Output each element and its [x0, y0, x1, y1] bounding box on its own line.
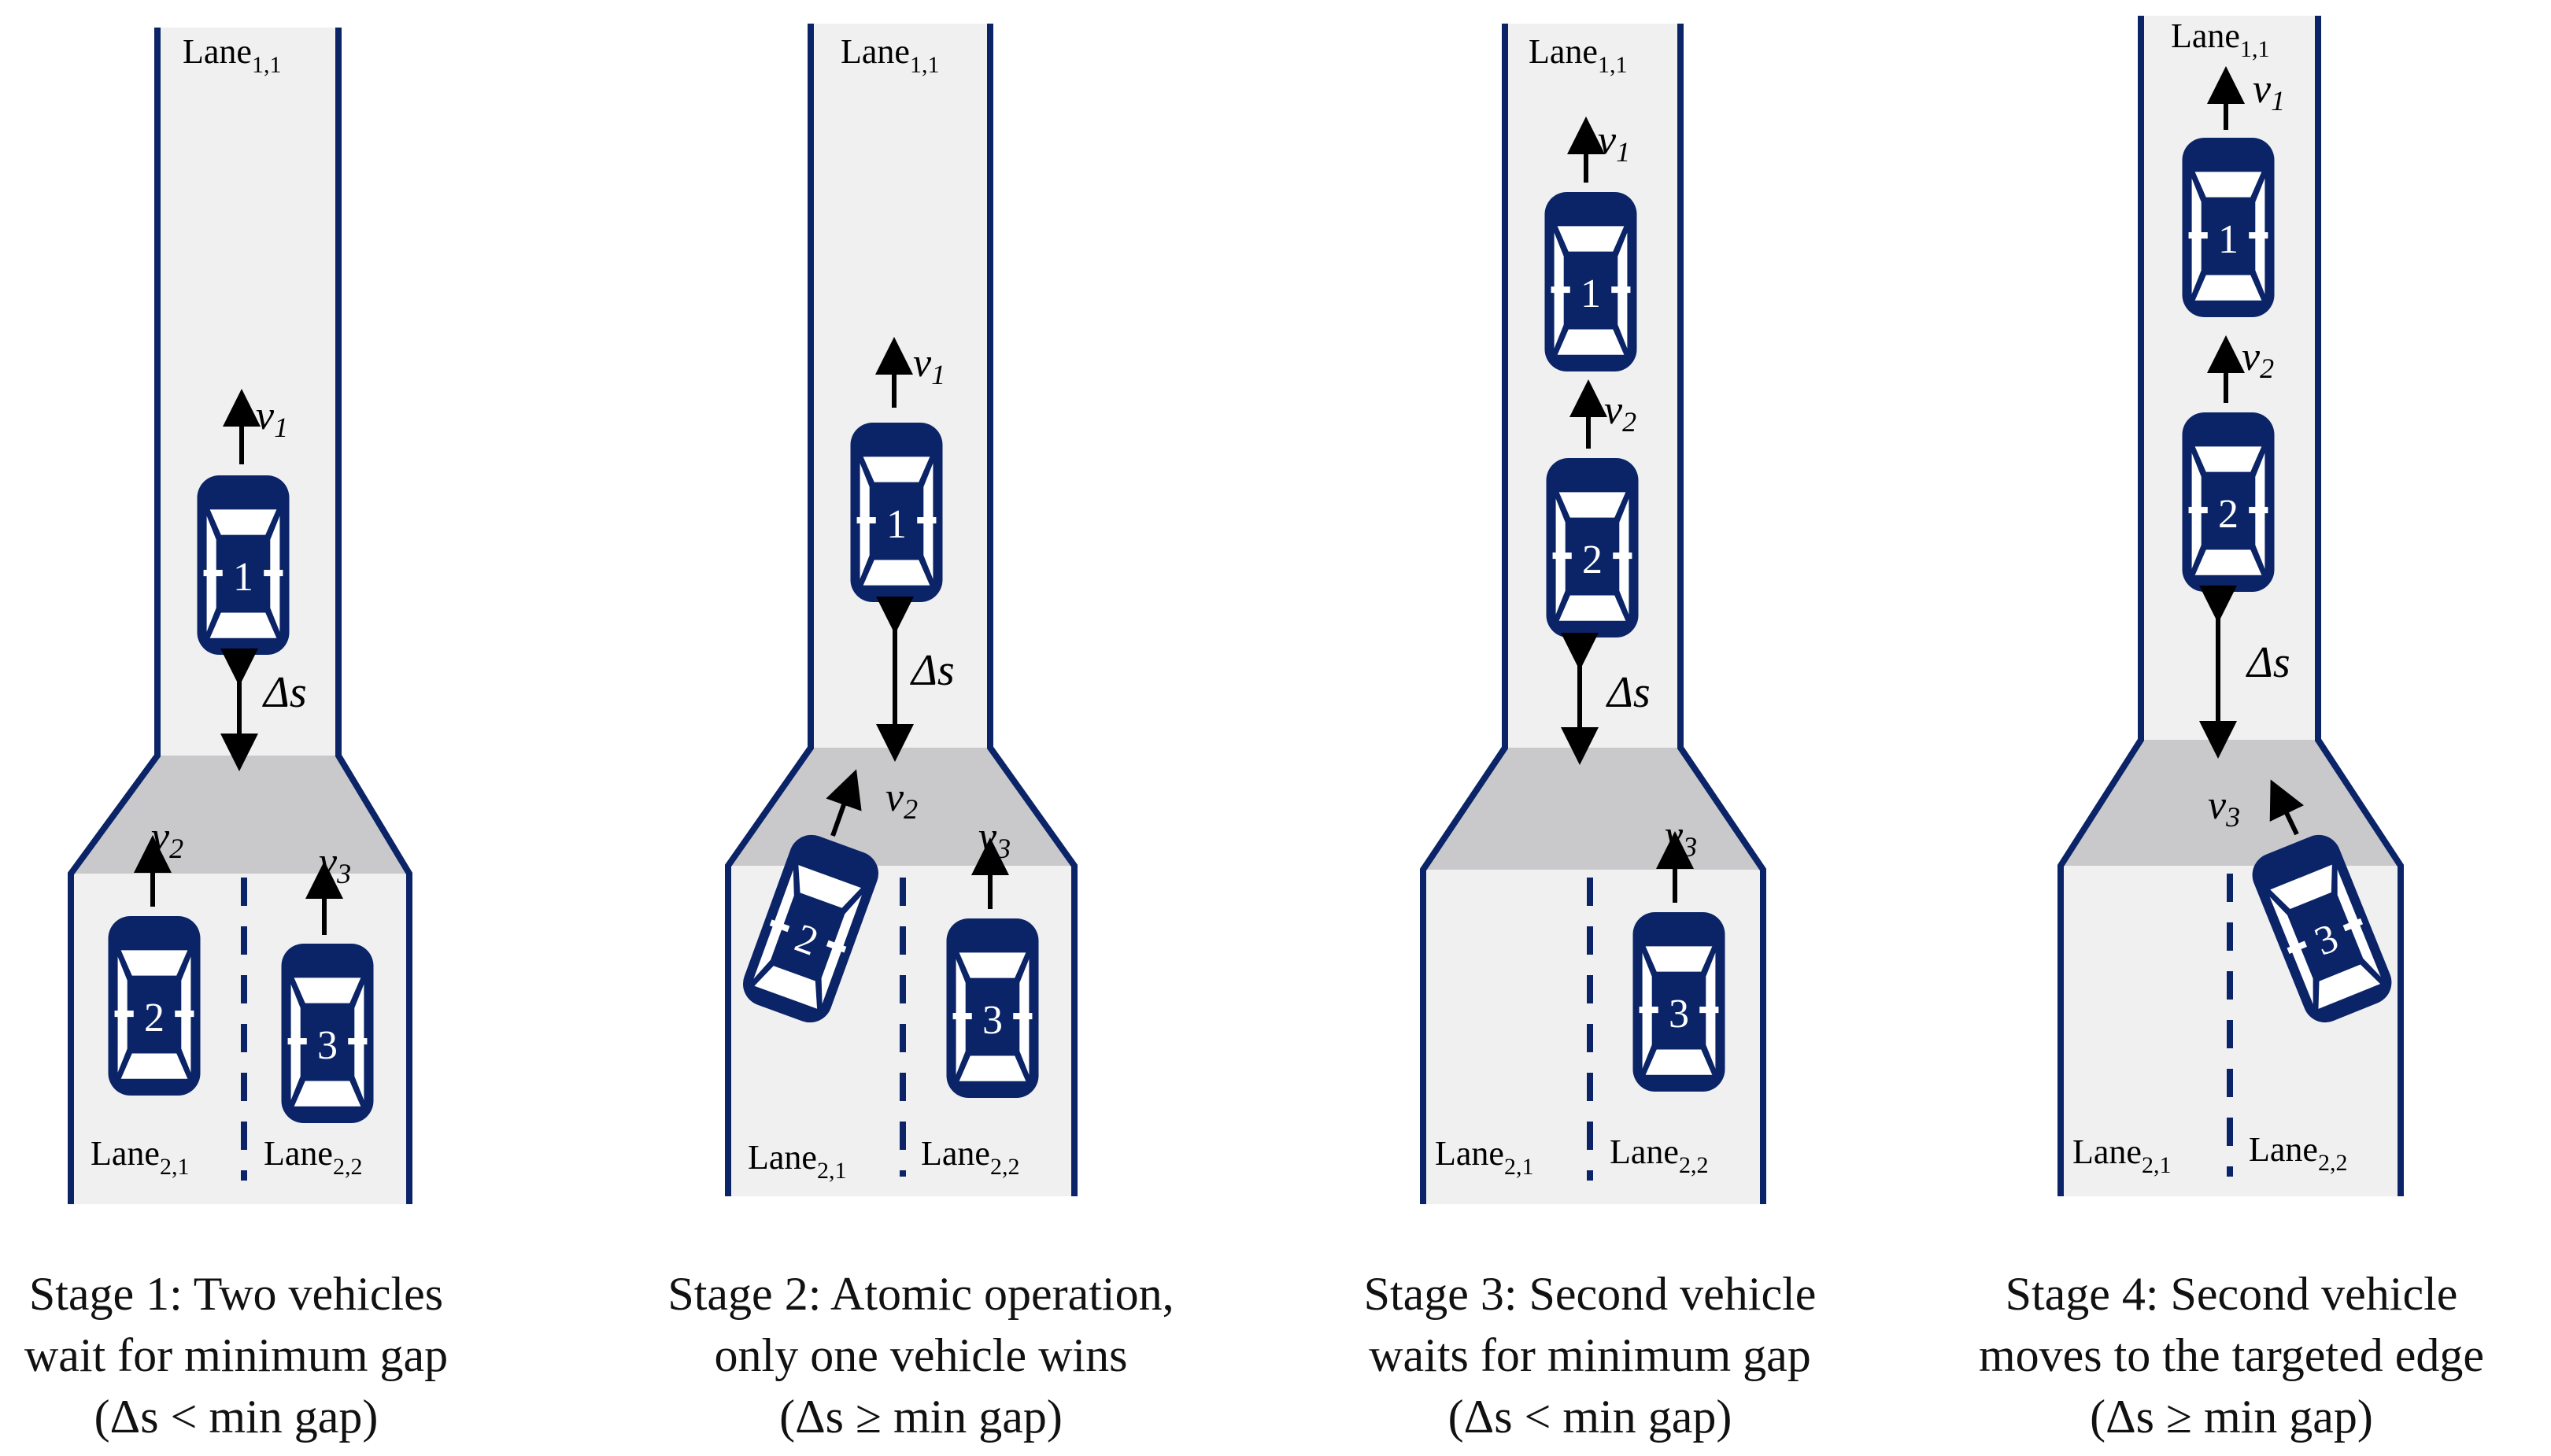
caption-line: Stage 3: Second vehicle: [1363, 1268, 1817, 1320]
caption-line: waits for minimum gap: [1369, 1329, 1811, 1381]
velocity-label-v3: v3: [2208, 783, 2240, 833]
velocity-label-v3: v3: [978, 815, 1011, 864]
lane-right-label: Lane2,2: [1610, 1133, 1708, 1178]
lane-left-label: Lane2,1: [2072, 1133, 2171, 1178]
velocity-label-v1: v1: [1598, 118, 1630, 168]
stage-1: Lane1,1 Lane2,1 Lane2,2 1 2 3 v1 v2 v3 Δ…: [68, 28, 412, 1204]
lane-top-label: Lane1,1: [2171, 17, 2269, 62]
caption-line: moves to the targeted edge: [1978, 1329, 2484, 1381]
vehicle-1-number: 1: [2218, 217, 2239, 262]
gap-label: Δs: [2246, 638, 2290, 687]
vehicle-3-number: 3: [317, 1023, 338, 1068]
road-border-left: [2057, 16, 2144, 1196]
lane-left-label: Lane2,1: [1435, 1134, 1533, 1180]
vehicle-2-rotated: 2: [737, 828, 885, 1029]
velocity-label-v2: v2: [151, 815, 183, 864]
lane-right-label: Lane2,2: [2249, 1130, 2347, 1176]
velocity-label-v3: v3: [319, 840, 351, 889]
lane-left-label: Lane2,1: [91, 1134, 189, 1180]
caption-line: only one vehicle wins: [714, 1329, 1128, 1381]
lane-top-label: Lane1,1: [1529, 32, 1627, 78]
vehicle-1-number: 1: [1581, 272, 1601, 316]
vehicle-3-number: 3: [1669, 992, 1689, 1037]
road-border-right: [1677, 24, 1766, 1204]
caption-line: (Δs < min gap): [1447, 1391, 1732, 1443]
lane-left-label: Lane2,1: [748, 1138, 846, 1184]
velocity-label-v2: v2: [2242, 334, 2274, 384]
velocity-arrow-v3: [2269, 779, 2305, 836]
stage-2-caption: Stage 2: Atomic operation, only one vehi…: [598, 1263, 1244, 1447]
caption-line: (Δs ≥ min gap): [2090, 1391, 2373, 1443]
velocity-label-v2: v2: [1604, 388, 1636, 438]
merge-area: [71, 756, 409, 874]
gap-label: Δs: [1606, 668, 1651, 717]
vehicle-2-number: 2: [144, 996, 165, 1040]
velocity-label-v1: v1: [913, 341, 945, 390]
velocity-label-v1: v1: [2253, 67, 2285, 116]
velocity-label-v2: v2: [885, 775, 918, 825]
gap-label: Δs: [262, 668, 307, 717]
vehicle-1-number: 1: [886, 502, 907, 547]
vehicle-1-number: 1: [233, 555, 253, 600]
stage-2: Lane1,1 Lane2,1 Lane2,2 1 2 3 v1 v2 v3 Δ…: [725, 24, 1078, 1196]
vehicle-2-number: 2: [1582, 538, 1603, 582]
stage-3: Lane1,1 Lane2,1 Lane2,2 1 2 3 v1 v2 v3 Δ…: [1420, 24, 1766, 1204]
road-border-left: [725, 24, 814, 1196]
road-border-right: [2315, 16, 2404, 1196]
gap-label: Δs: [910, 646, 955, 695]
merge-area: [2061, 740, 2401, 866]
velocity-label-v3: v3: [1665, 813, 1697, 863]
stage-3-caption: Stage 3: Second vehicle waits for minimu…: [1267, 1263, 1913, 1447]
road-border-left: [1420, 24, 1508, 1204]
lane-right-label: Lane2,2: [264, 1134, 362, 1180]
vehicle-3-number: 3: [982, 998, 1003, 1043]
road-border-right: [335, 28, 412, 1204]
merge-area: [1423, 748, 1763, 870]
caption-line: (Δs ≥ min gap): [779, 1391, 1063, 1443]
stage-1-caption: Stage 1: Two vehicles wait for minimum g…: [0, 1263, 559, 1447]
caption-line: Stage 4: Second vehicle: [2005, 1268, 2458, 1320]
lane-top-label: Lane1,1: [841, 32, 939, 78]
vehicle-3-rotated: 3: [2246, 828, 2398, 1029]
caption-line: wait for minimum gap: [24, 1329, 449, 1381]
road-border-right: [987, 24, 1078, 1196]
caption-line: Stage 1: Two vehicles: [28, 1268, 444, 1320]
velocity-arrow-v2: [826, 769, 862, 837]
lane-right-label: Lane2,2: [921, 1134, 1019, 1180]
caption-line: (Δs < min gap): [94, 1391, 379, 1443]
vehicle-2-number: 2: [2218, 492, 2239, 537]
velocity-label-v1: v1: [256, 394, 288, 443]
road-border-left: [68, 28, 161, 1204]
stage-4-caption: Stage 4: Second vehicle moves to the tar…: [1909, 1263, 2551, 1447]
stage-4: Lane1,1 Lane2,1 Lane2,2 1 2 3 v1 v2 v3 Δ…: [2057, 16, 2404, 1196]
caption-line: Stage 2: Atomic operation,: [667, 1268, 1174, 1320]
lane-top-label: Lane1,1: [183, 32, 281, 78]
